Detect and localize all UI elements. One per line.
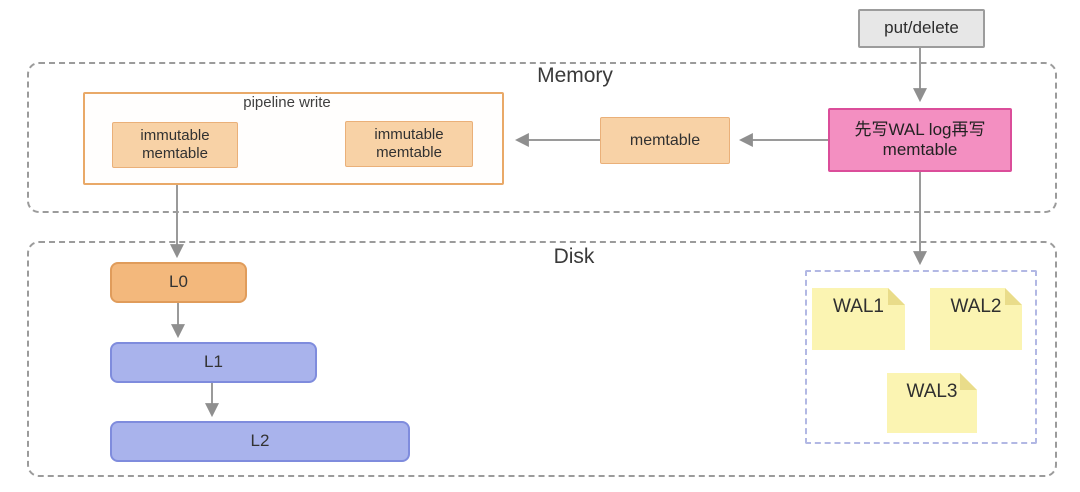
pipeline-write-label: pipeline write <box>243 94 331 111</box>
put-delete-box: put/delete <box>858 9 985 48</box>
disk-section <box>27 241 1057 477</box>
level-l0-box: L0 <box>110 262 247 303</box>
wal-files-container <box>805 270 1037 444</box>
level-l1-box: L1 <box>110 342 317 383</box>
immutable-memtable-left-box: immutable memtable <box>112 122 238 168</box>
wal-write-box: 先写WAL log再写 memtable <box>828 108 1012 172</box>
memtable-box: memtable <box>600 117 730 164</box>
memory-section <box>27 62 1057 213</box>
level-l2-box: L2 <box>110 421 410 462</box>
immutable-memtable-right-box: immutable memtable <box>345 121 473 167</box>
wal1-file-note: WAL1 <box>812 288 905 350</box>
disk-section-label: Disk <box>553 245 595 268</box>
wal2-label: WAL2 <box>950 296 1002 317</box>
memory-section-label: Memory <box>537 64 613 87</box>
wal1-label: WAL1 <box>832 296 885 317</box>
wal3-label: WAL3 <box>906 381 958 402</box>
